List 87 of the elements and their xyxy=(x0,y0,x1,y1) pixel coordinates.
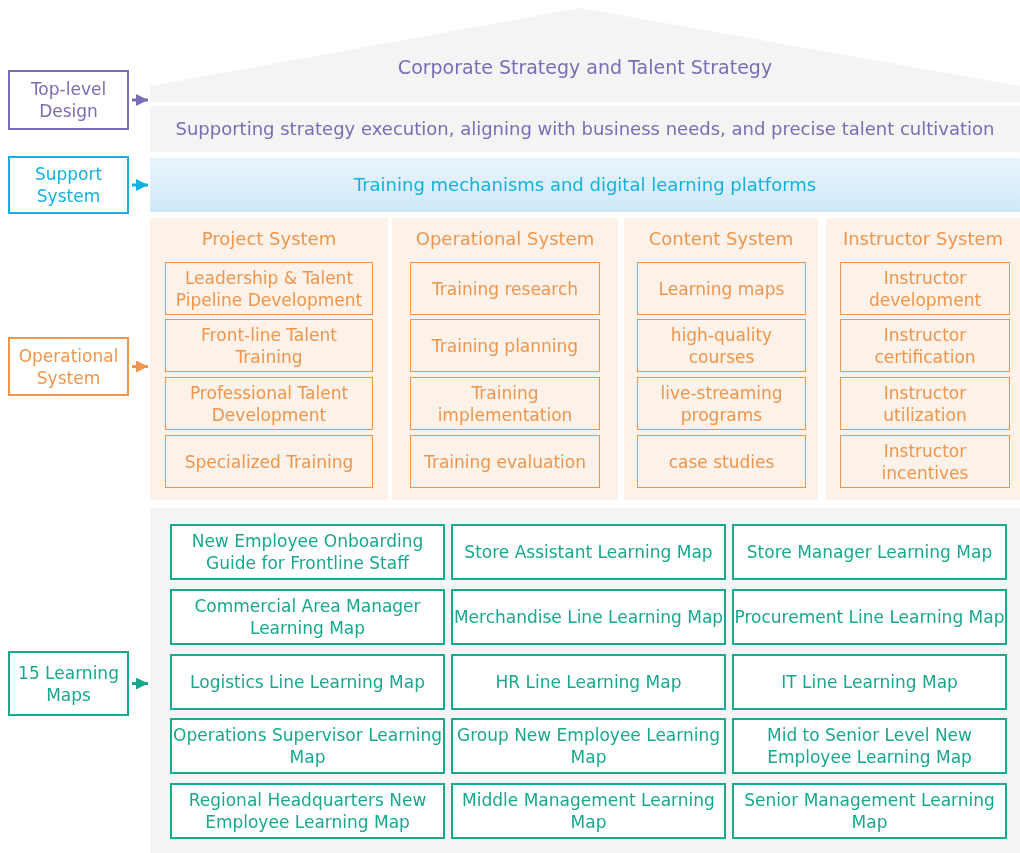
box-text: Mid to Senior Level New Employee Learning Map xyxy=(766,724,973,768)
item-box xyxy=(637,377,806,430)
item-box xyxy=(637,435,806,488)
arrow xyxy=(132,677,148,690)
box-text: Procurement Line Learning Map xyxy=(734,606,1005,628)
item-box xyxy=(165,262,373,315)
panel-heading: Project System xyxy=(201,228,337,250)
box-text: 15 Learning Maps xyxy=(17,661,120,706)
box-text: Professional Talent Development xyxy=(188,381,350,426)
panel-heading: Instructor System xyxy=(842,228,1004,250)
box-text: Front-line Talent Training xyxy=(200,323,338,368)
box-text: Store Assistant Learning Map xyxy=(464,541,713,563)
arrow xyxy=(132,360,148,373)
item-box xyxy=(840,319,1010,372)
map-box xyxy=(451,589,726,645)
box-text: Middle Management Learning Map xyxy=(461,789,716,833)
panel xyxy=(826,218,1020,500)
box-text: Operational System xyxy=(17,344,120,389)
map-box xyxy=(732,524,1007,580)
item-box xyxy=(410,435,600,488)
map-box xyxy=(732,589,1007,645)
map-box xyxy=(451,654,726,710)
map-box xyxy=(170,589,445,645)
box-text: Leadership & Talent Pipeline Development xyxy=(174,266,364,311)
panel-heading: Operational System xyxy=(415,228,595,250)
item-box xyxy=(165,435,373,488)
label-box xyxy=(8,156,129,214)
panel xyxy=(150,508,1020,853)
map-box xyxy=(451,783,726,839)
map-box xyxy=(451,718,726,774)
item-box xyxy=(410,262,600,315)
map-box xyxy=(732,718,1007,774)
box-text: Store Manager Learning Map xyxy=(746,541,993,563)
panel xyxy=(150,218,388,500)
map-box xyxy=(451,524,726,580)
box-text: Instructor incentives xyxy=(880,439,970,484)
map-box xyxy=(732,783,1007,839)
box-text: Learning maps xyxy=(658,277,785,300)
map-box xyxy=(170,783,445,839)
box-text: Group New Employee Learning Map xyxy=(455,724,721,768)
box-text: Logistics Line Learning Map xyxy=(190,671,425,693)
label-box xyxy=(8,337,129,396)
map-box xyxy=(170,654,445,710)
item-box xyxy=(840,262,1010,315)
box-text: Training mechanisms and digital learning platforms xyxy=(353,174,817,196)
label-box xyxy=(8,651,129,716)
box-text: Instructor utilization xyxy=(882,381,968,426)
label-box xyxy=(8,70,129,130)
map-box xyxy=(170,524,445,580)
item-box xyxy=(637,319,806,372)
arrow xyxy=(132,179,148,191)
item-box xyxy=(840,435,1010,488)
box-text: Instructor development xyxy=(867,266,983,311)
item-box xyxy=(410,319,600,372)
item-box xyxy=(165,377,373,430)
box-text: Operations Supervisor Learning Map xyxy=(172,724,443,768)
box-text: Instructor certification xyxy=(873,323,977,368)
box-text: New Employee Onboarding Guide for Frontline Staff xyxy=(190,530,425,574)
box-text: Commercial Area Manager Learning Map xyxy=(193,595,422,639)
panel xyxy=(624,218,818,500)
panel-heading: Content System xyxy=(648,228,794,250)
box-text: Regional Headquarters New Employee Learning Map xyxy=(187,789,428,833)
map-box xyxy=(732,654,1007,710)
box-text: Specialized Training xyxy=(184,450,354,473)
item-box xyxy=(637,262,806,315)
box-text: Top-level Design xyxy=(29,78,108,122)
box-text: high-quality courses xyxy=(669,323,774,368)
box-text: Corporate Strategy and Talent Strategy xyxy=(397,56,773,78)
item-box xyxy=(165,319,373,372)
box-text: case studies xyxy=(668,450,775,473)
map-box xyxy=(170,718,445,774)
box-text: Training implementation xyxy=(436,381,574,426)
panel xyxy=(392,218,618,500)
item-box xyxy=(840,377,1010,430)
box-text: Merchandise Line Learning Map xyxy=(453,606,724,628)
box-text: Senior Management Learning Map xyxy=(743,789,996,833)
band xyxy=(150,158,1020,212)
arrow xyxy=(132,94,148,106)
box-text: HR Line Learning Map xyxy=(495,671,682,693)
box-text: Support System xyxy=(33,163,104,207)
box-text: Training evaluation xyxy=(424,450,586,473)
item-box xyxy=(410,377,600,430)
box-text: Training research xyxy=(432,277,578,300)
box-text: IT Line Learning Map xyxy=(781,671,958,693)
box-text: live-streaming programs xyxy=(659,381,784,426)
box-text: Supporting strategy execution, aligning with business needs, and precise talent cultivation xyxy=(175,118,995,140)
box-text: Training planning xyxy=(431,334,579,357)
